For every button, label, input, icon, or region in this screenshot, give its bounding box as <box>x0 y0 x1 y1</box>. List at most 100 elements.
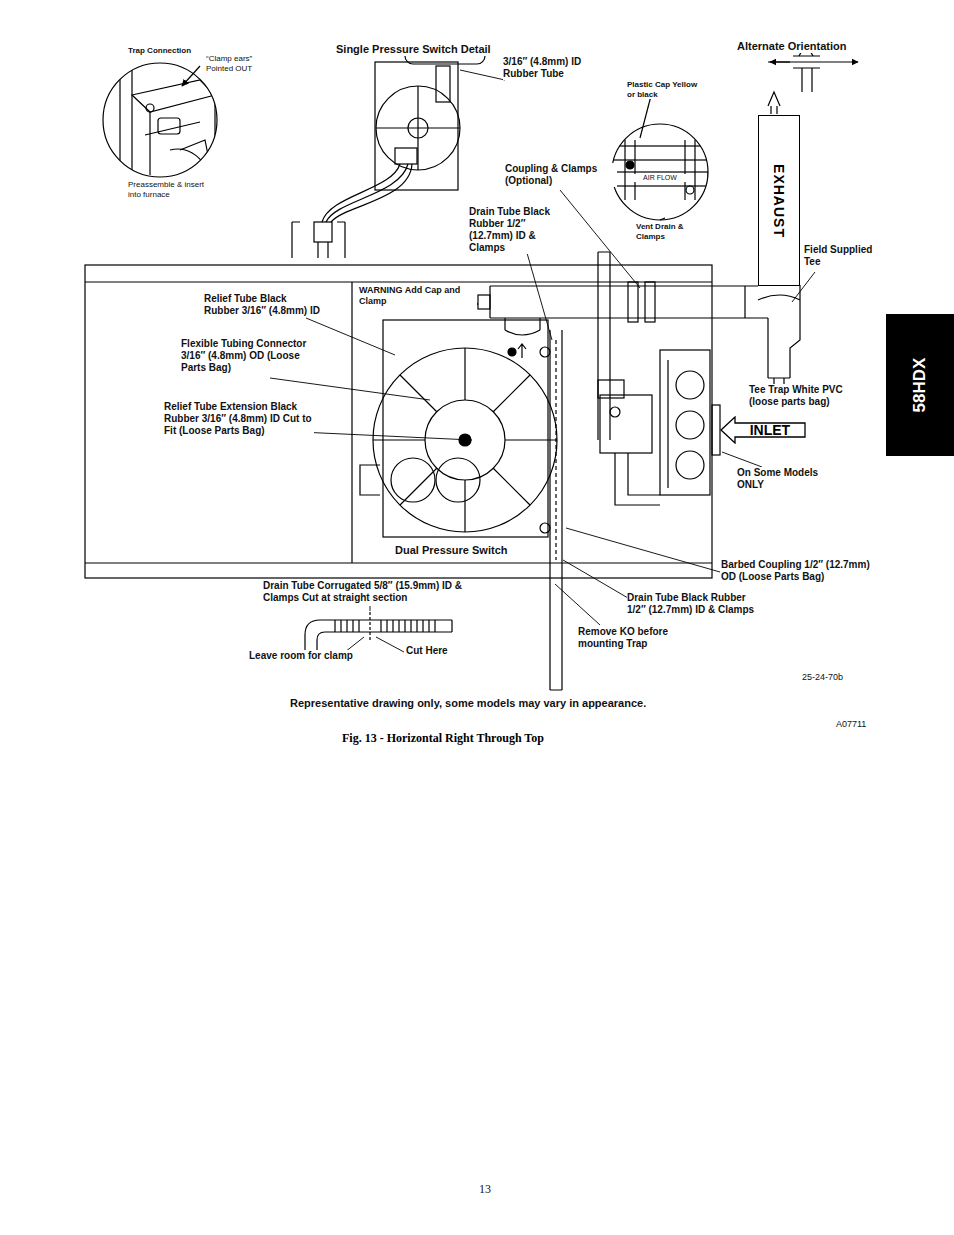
callout-label: A07711 <box>836 719 896 730</box>
callout-label: Cut Here <box>406 645 466 657</box>
alternate-orientation-tee-part <box>768 92 780 114</box>
callout-label: On Some Models ONLY <box>737 467 837 491</box>
node-text: 58HDX <box>910 358 930 413</box>
page-number: 13 <box>470 1182 500 1196</box>
furnace-cabinet-part <box>360 465 380 495</box>
callout-label: Relief Tube Extension Black Rubber 3/16″… <box>164 401 314 437</box>
node-text: EXHAUST <box>771 164 787 238</box>
callout-label: 3/16″ (4.8mm) ID Rubber Tube <box>503 56 611 80</box>
gas-valve-burner <box>598 350 720 505</box>
callout-label: Preassemble & insert into furnace <box>128 180 212 199</box>
vent-drain-detail-part-part <box>626 161 634 169</box>
callout-label: Field Supplied Tee <box>804 244 884 268</box>
single-pressure-switch-detail-part <box>292 222 345 258</box>
single-pressure-switch-detail-part <box>376 86 460 170</box>
gas-valve-burner-part <box>610 407 620 417</box>
trap-connection-detail <box>103 60 217 190</box>
furnace-cabinet-part <box>391 458 435 502</box>
gas-valve-burner-part <box>615 453 660 505</box>
furnace-cabinet-part <box>436 458 480 502</box>
callout-label: Tee Trap White PVC (loose parts bag) <box>749 384 861 408</box>
drain-tubes-part <box>555 340 556 560</box>
vent-pipe-part <box>478 295 490 309</box>
leader-lines-part <box>560 190 640 288</box>
callout-label: “Clamp ears” Pointed OUT <box>206 54 268 73</box>
gas-valve-burner-part <box>676 371 704 399</box>
callout-label: Plastic Cap Yellow or black <box>627 80 707 99</box>
single-pressure-switch-detail-part <box>376 86 460 170</box>
inlet-arrow: INLET <box>720 416 806 444</box>
gas-valve-burner-part <box>676 451 704 479</box>
callout-label: Single Pressure Switch Detail <box>336 43 516 56</box>
node-text: INLET <box>750 422 790 438</box>
leader-lines-part <box>555 584 600 625</box>
trap-connection-detail-part <box>120 60 215 190</box>
trap-connection-detail-part-part <box>150 95 215 175</box>
callout-label: Drain Tube Corrugated 5/8″ (15.9mm) ID &… <box>263 580 475 604</box>
vent-pipe-part <box>505 318 540 335</box>
callout-label: Trap Connection <box>128 46 208 56</box>
drain-tubes-part <box>508 348 516 356</box>
drain-tubes-part <box>540 347 550 357</box>
vent-drain-detail-part <box>612 124 708 220</box>
vent-drain-detail-part-part <box>625 140 695 200</box>
callout-label: AIR FLOW <box>633 174 687 182</box>
vent-drain-detail-part <box>612 140 708 200</box>
drain-tubes-part <box>550 330 562 690</box>
vent-drain-detail-part <box>660 218 665 220</box>
corrugated-drain-tube-part <box>369 612 370 640</box>
arrow-outline <box>721 417 805 443</box>
gas-valve-burner-part <box>676 411 704 439</box>
leader-lines-part <box>300 432 472 440</box>
corrugated-drain-tube-part <box>335 620 435 632</box>
drain-tubes-part <box>540 523 550 533</box>
leader-lines-part <box>370 606 371 611</box>
callout-label: Alternate Orientation <box>737 40 871 53</box>
vent-drain-detail <box>612 92 708 220</box>
callout-label: Flexible Tubing Connector 3/16″ (4.8mm) … <box>181 338 321 374</box>
gas-valve-burner-part <box>667 360 668 488</box>
callout-label: Representative drawing only, some models… <box>290 697 710 710</box>
furnace-cabinet <box>85 265 712 578</box>
leader-lines-part <box>270 378 430 400</box>
drain-tubes-part <box>518 344 526 358</box>
furnace-cabinet-part <box>85 265 712 578</box>
gas-valve-burner-part <box>600 395 652 453</box>
callout-label: Vent Drain & Clamps <box>636 222 702 241</box>
trap-connection-detail-part-part <box>132 80 215 112</box>
vent-pipe-part <box>645 282 655 322</box>
vent-pipe-part <box>490 286 768 318</box>
single-pressure-switch-detail-part <box>318 242 328 258</box>
single-pressure-switch-detail-part <box>395 148 417 164</box>
trap-connection-detail-part-part <box>120 60 132 190</box>
figure-caption: Fig. 13 - Horizontal Right Through Top <box>342 731 544 746</box>
gas-valve-burner-part <box>598 380 624 398</box>
callout-label: Leave room for clamp <box>249 650 361 662</box>
callout-label: Coupling & Clamps (Optional) <box>505 163 617 187</box>
callout-label: Relief Tube Black Rubber 3/16″ (4.8mm) I… <box>204 293 320 317</box>
callout-label: Remove KO before mounting Trap <box>578 626 682 650</box>
gas-valve-burner-part <box>660 350 710 495</box>
leader-lines-part <box>566 528 720 572</box>
leader-lines-part <box>376 637 404 652</box>
callout-label: Drain Tube Black Rubber 1/2″ (12.7mm) ID… <box>627 592 767 616</box>
single-pressure-switch-detail-part <box>314 222 332 242</box>
vent-drain-detail-part-part <box>612 146 708 160</box>
single-pressure-switch-detail-part <box>375 62 458 190</box>
trap-connection-detail-part-part <box>146 104 154 112</box>
callout-label: Dual Pressure Switch <box>395 544 535 557</box>
single-pressure-switch-detail-part <box>322 164 412 222</box>
vent-pipe-part <box>628 282 638 322</box>
single-pressure-switch-detail <box>292 44 485 258</box>
single-pressure-switch-detail-part <box>436 66 450 102</box>
vent-drain-detail-part-part <box>612 172 708 186</box>
callout-label: Barbed Coupling 1/2″ (12.7mm) OD (Loose … <box>721 559 873 583</box>
section-tab: 58HDX <box>886 314 954 456</box>
callout-label: Drain Tube Black Rubber 1/2″ (12.7mm) ID… <box>469 206 569 254</box>
drain-tubes <box>508 252 610 690</box>
leader-lines-part <box>525 246 552 340</box>
vent-drain-detail-part-part <box>686 186 694 194</box>
callout-label: 25-24-70b <box>802 672 872 683</box>
alternate-orientation-tee-part <box>793 56 820 92</box>
